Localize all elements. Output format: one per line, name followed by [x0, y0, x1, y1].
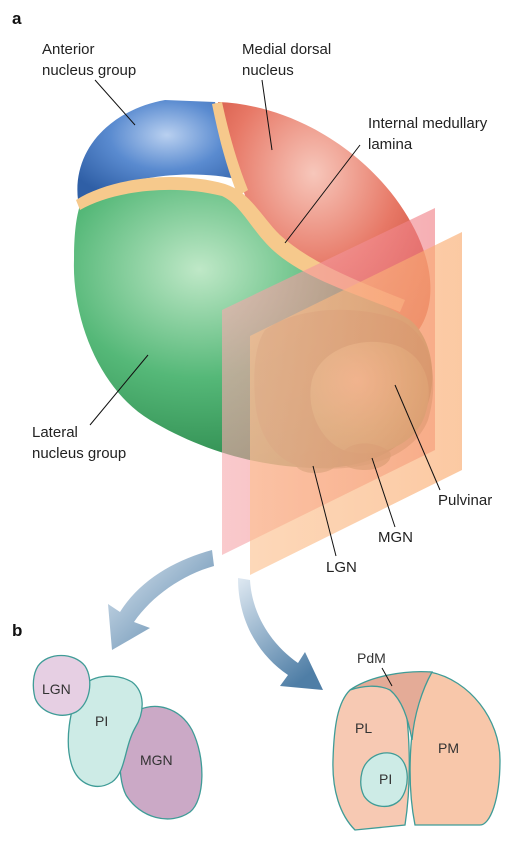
leader-lateral — [89, 354, 149, 426]
section-right-pi — [360, 752, 408, 807]
label-lateral-2: nucleus group — [32, 445, 126, 462]
label-b-pl: PL — [355, 720, 372, 736]
label-internal-2: lamina — [368, 136, 413, 153]
section-right-pdm — [349, 670, 434, 741]
label-b-mgn: MGN — [140, 752, 173, 768]
label-medial-2: nucleus — [242, 62, 294, 79]
panel-label-b: b — [12, 621, 22, 640]
lamina-stem — [212, 102, 248, 196]
label-b-pi-right: PI — [379, 771, 392, 787]
leader-mgn — [371, 457, 396, 528]
label-anterior-1: Anterior — [42, 41, 95, 58]
label-mgn: MGN — [378, 529, 413, 546]
leader-medial — [261, 79, 273, 151]
label-b-lgn: LGN — [42, 681, 71, 697]
label-b-pi-left: PI — [95, 713, 108, 729]
arrow-right — [238, 578, 323, 690]
label-pulvinar: Pulvinar — [438, 492, 492, 509]
coronal-plane-orange — [250, 232, 462, 575]
leader-pulvinar — [394, 384, 441, 491]
label-anterior-2: nucleus group — [42, 62, 136, 79]
arrow-left — [108, 550, 214, 650]
leader-anterior — [94, 79, 136, 126]
section-left-lgn — [32, 654, 91, 716]
label-b-pdm: PdM — [357, 650, 386, 666]
label-lgn: LGN — [326, 559, 357, 576]
label-medial-1: Medial dorsal — [242, 41, 331, 58]
anterior-nucleus-group — [77, 100, 240, 200]
panel-label-a: a — [12, 9, 22, 28]
label-b-pm: PM — [438, 740, 459, 756]
label-internal-1: Internal medullary — [368, 115, 488, 132]
leader-pdm — [381, 667, 393, 687]
leader-lgn — [312, 465, 337, 557]
label-lateral-1: Lateral — [32, 424, 78, 441]
section-left-pi — [67, 675, 143, 787]
leader-internal — [284, 144, 361, 244]
